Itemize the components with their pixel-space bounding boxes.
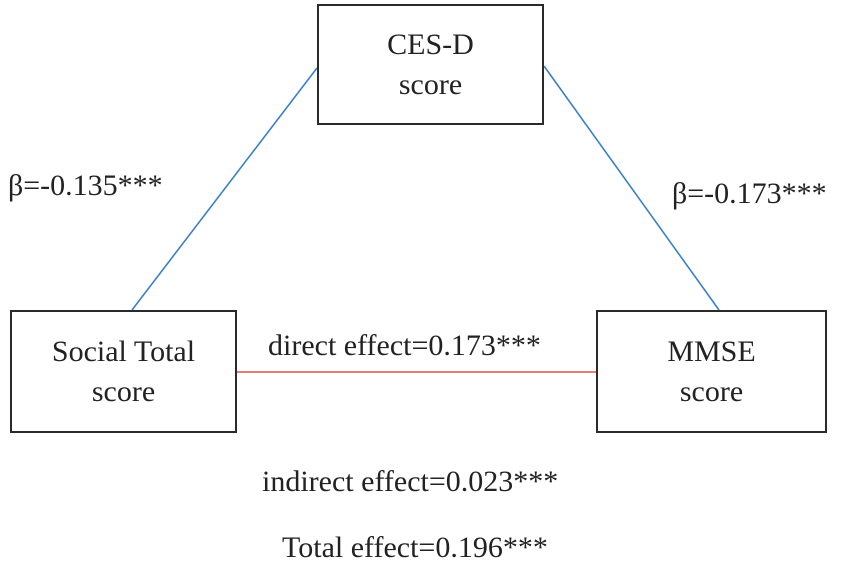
path-b-coefficient: β=-0.173*** xyxy=(672,177,827,210)
mediator-label-line2: score xyxy=(398,67,463,101)
indirect-effect-label: indirect effect=0.023*** xyxy=(262,465,559,498)
predictor-box-social-total: Social Total score xyxy=(10,310,237,433)
path-b-line xyxy=(543,65,720,311)
direct-effect-label: direct effect=0.173*** xyxy=(268,329,541,362)
outcome-box-mmse: MMSE score xyxy=(596,310,827,433)
total-effect-label: Total effect=0.196*** xyxy=(282,531,548,564)
outcome-label-line1: MMSE xyxy=(667,334,756,368)
mediator-box-cesd: CES-D score xyxy=(317,4,544,125)
predictor-label-line2: score xyxy=(91,374,156,408)
path-a-line xyxy=(131,67,318,311)
outcome-label-line2: score xyxy=(679,374,744,408)
mediator-label-line1: CES-D xyxy=(387,27,474,61)
path-a-coefficient: β=-0.135*** xyxy=(8,169,163,202)
predictor-label-line1: Social Total xyxy=(51,334,196,368)
